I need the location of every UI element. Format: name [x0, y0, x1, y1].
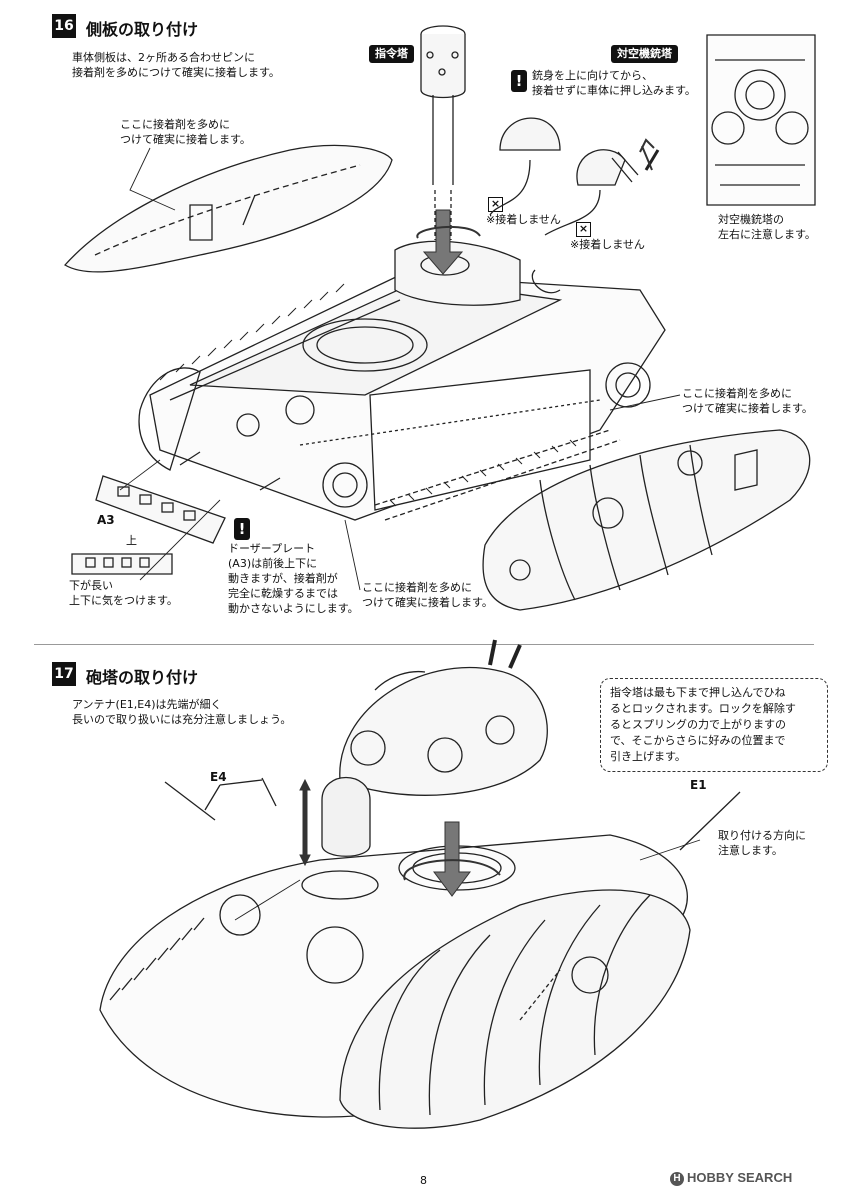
glue-note-bottom-line1: ここに接着剤を多めに [362, 581, 472, 594]
aa-turret-parts [489, 117, 660, 294]
command-tower-tag: 指令塔 [369, 45, 414, 63]
a3-note-line1: 下が長い [69, 579, 113, 592]
dozer-note-line5: 動かさないようにします。 [228, 602, 359, 615]
callout-line5: 引き上げます。 [610, 750, 686, 763]
aa-caption-line2: 左右に注意します。 [718, 228, 816, 241]
no-glue-note-2: ※接着しません [570, 238, 645, 251]
command-tower-callout: 指令塔は最も下まで押し込んでひね るとロックされます。ロックを解除す るとスプリ… [600, 678, 828, 772]
callout-line3: るとスプリングの力で上がりますの [610, 718, 786, 731]
no-glue-icon: × [488, 197, 503, 212]
main-turret [339, 639, 548, 796]
antenna-parts [164, 777, 741, 851]
callout-line1: 指令塔は最も下まで押し込んでひね [610, 686, 786, 699]
right-side-plate [482, 429, 811, 611]
direction-note-line1: 取り付ける方向に [718, 829, 806, 842]
glue-note-right-line2: つけて確実に接着します。 [682, 402, 813, 415]
leader-lines [119, 147, 701, 921]
part-label-e4: E4 [210, 770, 227, 784]
step-16-number: 16 [52, 14, 76, 38]
up-label: 上 [126, 534, 137, 547]
watermark-mark: H [670, 1171, 684, 1186]
no-glue-icon: × [576, 222, 591, 237]
glue-note-bottom-line2: つけて確実に接着します。 [362, 596, 493, 609]
step-17-title: 砲塔の取り付け [86, 668, 199, 687]
dozer-note-line1: ドーザープレート [228, 542, 316, 555]
left-side-plate [63, 144, 393, 273]
glue-note-top-line2: つけて確実に接着します。 [120, 133, 251, 146]
track-links [159, 283, 577, 507]
direction-note-line2: 注意します。 [718, 844, 783, 857]
aa-turret-tag: 対空機銃塔 [611, 45, 678, 63]
step-16-title: 側板の取り付け [86, 20, 199, 39]
step-16-intro-line1: 車体側板は、2ヶ所ある合わせピンに [72, 51, 255, 64]
no-glue-note-1: ※接着しません [486, 213, 561, 226]
antenna-note-line1: アンテナ(E1,E4)は先端が細く [72, 698, 222, 711]
glue-note-top-line1: ここに接着剤を多めに [120, 118, 230, 131]
step-16-intro-line2: 接着剤を多めにつけて確実に接着します。 [72, 66, 280, 79]
dozer-note-line2: (A3)は前後上下に [228, 557, 318, 570]
dozer-note-line4: 完全に乾燥するまでは [228, 587, 338, 600]
aa-note-line2: 接着せずに車体に押し込みます。 [532, 84, 696, 97]
warning-icon: ! [234, 518, 250, 540]
aa-caption-line1: 対空機銃塔の [718, 213, 784, 226]
callout-line4: で、そこからさらに好みの位置まで [610, 734, 786, 747]
glue-note-right-line1: ここに接着剤を多めに [682, 387, 792, 400]
command-tower-part [420, 25, 466, 240]
watermark-text: HOBBY SEARCH [687, 1170, 793, 1185]
aa-note-line1: 銃身を上に向けてから、 [532, 69, 653, 82]
section-divider [34, 644, 814, 645]
callout-line2: るとロックされます。ロックを解除す [610, 702, 796, 715]
hull-assembly [138, 240, 666, 521]
dozer-note-line3: 動きますが、接着剤が [228, 572, 338, 585]
page-number: 8 [420, 1174, 427, 1187]
part-label-e1: E1 [690, 778, 707, 792]
aa-top-view-inset [706, 34, 816, 206]
antenna-note-line2: 長いので取り扱いには充分注意しましょう。 [72, 713, 292, 726]
dozer-plate-a3 [71, 451, 281, 575]
step-17-hull [99, 777, 691, 1129]
step-17-number: 17 [52, 662, 76, 686]
direction-arrows [299, 209, 471, 897]
a3-note-line2: 上下に気をつけます。 [69, 594, 178, 607]
twist-arrows [403, 138, 655, 881]
warning-icon: ! [511, 70, 527, 92]
part-label-a3: A3 [97, 513, 115, 527]
